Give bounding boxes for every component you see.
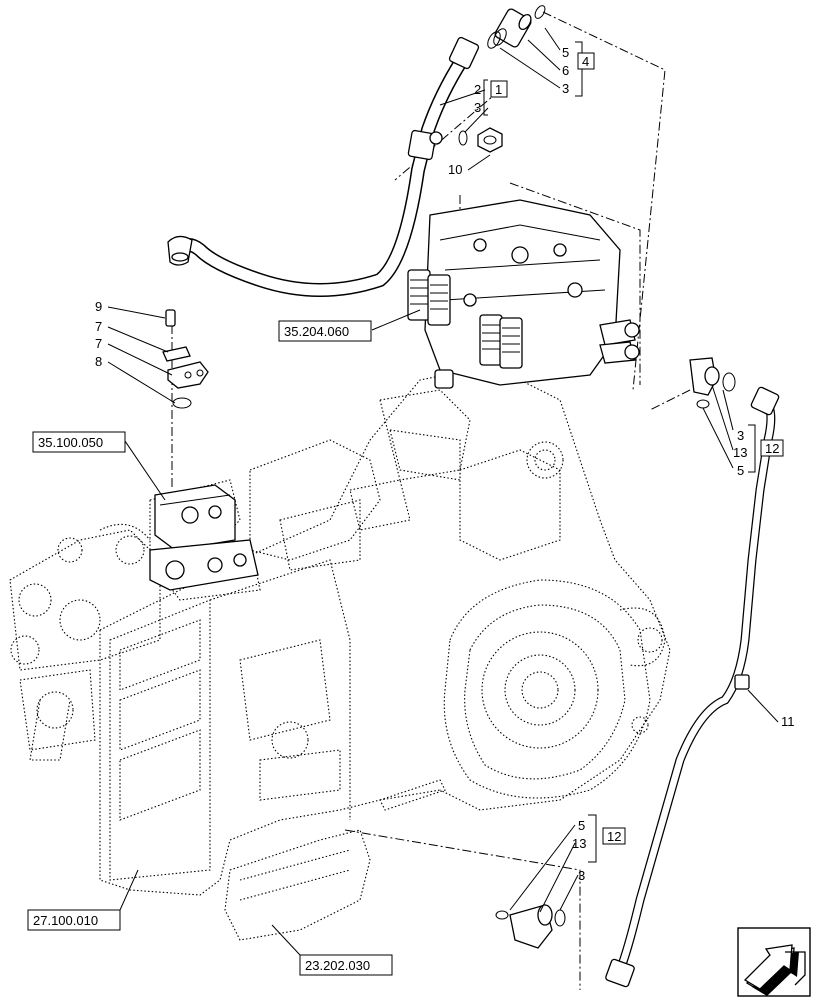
- callout-7a: 7: [95, 319, 102, 334]
- callout-9: 9: [95, 299, 102, 314]
- callout-7b: 7: [95, 336, 102, 351]
- reference-box-4: 4: [582, 54, 589, 69]
- reference-box-1: 1: [495, 82, 502, 97]
- callout-3-top: 3: [562, 81, 569, 96]
- reference-23-202-030[interactable]: 23.202.030: [305, 958, 370, 973]
- right-elbow-fitting: [689, 357, 736, 409]
- bottom-elbow-fitting: [495, 904, 566, 949]
- callout-11: 11: [781, 714, 795, 729]
- callout-6-top: 6: [562, 63, 569, 78]
- reference-35-100-050[interactable]: 35.100.050: [38, 435, 103, 450]
- callout-2: 2: [474, 82, 481, 97]
- callout-10: 10: [448, 162, 462, 177]
- sub-valve-unit: [149, 484, 259, 591]
- callout-numbers: 5 6 3 4 2 3 1 10 9 7 7 8 3 13 5 12 11 5 …: [95, 45, 795, 883]
- assembly-arrow-icon: [737, 927, 811, 997]
- top-fittings: [487, 5, 546, 49]
- nut-and-oring: [458, 127, 503, 153]
- callout-3-bottom: 3: [578, 868, 585, 883]
- transmission-housing: [99, 369, 671, 941]
- reference-box-12-right: 12: [765, 441, 779, 456]
- upper-hose: [167, 36, 480, 297]
- callout-8: 8: [95, 354, 102, 369]
- callout-5-bottom: 5: [578, 818, 585, 833]
- section-references[interactable]: 35.204.060 35.100.050 27.100.010 23.202.…: [27, 320, 393, 976]
- reference-35-204-060[interactable]: 35.204.060: [284, 324, 349, 339]
- leader-lines: [107, 27, 779, 956]
- callout-3-right: 3: [737, 428, 744, 443]
- reference-27-100-010[interactable]: 27.100.010: [33, 913, 98, 928]
- bracket-parts: [162, 309, 209, 409]
- callout-3: 3: [474, 100, 481, 115]
- callout-5-top: 5: [562, 45, 569, 60]
- callout-5-right: 5: [737, 463, 744, 478]
- right-hose: [605, 386, 780, 988]
- control-valve-block: [407, 199, 640, 389]
- callout-13-bottom: 13: [572, 836, 586, 851]
- reference-box-12-bottom: 12: [607, 829, 621, 844]
- callout-13-right: 13: [733, 445, 747, 460]
